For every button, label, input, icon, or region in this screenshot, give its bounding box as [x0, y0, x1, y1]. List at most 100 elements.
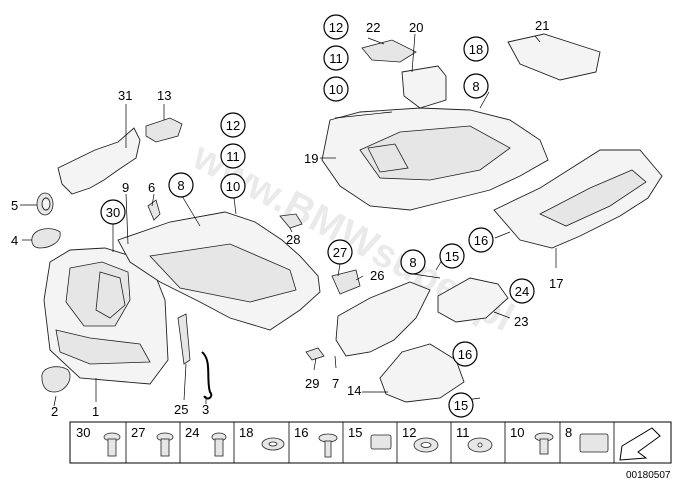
ring-washer-icon-12 — [413, 437, 439, 453]
rod-part — [177, 313, 191, 365]
callout-22: 22 — [366, 20, 380, 35]
callout-6: 6 — [148, 180, 155, 195]
svg-text:15: 15 — [445, 249, 459, 264]
callout-7: 7 — [332, 376, 339, 391]
callout-12-b: 12 — [220, 112, 246, 138]
fastener-legend: 30 27 24 18 16 15 12 11 10 8 — [69, 421, 672, 464]
svg-text:12: 12 — [226, 118, 240, 133]
callout-28: 28 — [286, 232, 300, 247]
callout-23: 23 — [514, 314, 528, 329]
diagram-id: 00180507 — [626, 470, 671, 481]
callout-26: 26 — [370, 268, 384, 283]
washer-icon-18 — [261, 437, 285, 451]
leader-lines — [20, 33, 557, 407]
callout-19: 19 — [304, 151, 318, 166]
center-underbody-panel — [321, 107, 549, 211]
callout-5: 5 — [11, 198, 18, 213]
wheel-arch-liner-7 — [335, 281, 431, 357]
push-rivet-icon-24 — [211, 432, 227, 457]
oval-cover-small — [31, 228, 61, 249]
callout-1: 1 — [92, 404, 99, 419]
bracket-26 — [331, 269, 361, 295]
callout-25: 25 — [174, 402, 188, 417]
svg-text:16: 16 — [474, 233, 488, 248]
top-frame — [361, 39, 417, 63]
callout-12-a: 12 — [323, 14, 349, 40]
legend-label-24: 24 — [185, 425, 199, 440]
svg-text:8: 8 — [409, 255, 416, 270]
callout-14: 14 — [347, 383, 361, 398]
callout-4: 4 — [11, 233, 18, 248]
callout-18: 18 — [463, 36, 489, 62]
speed-nut-icon-15 — [370, 434, 392, 450]
callout-16-a: 16 — [468, 227, 494, 253]
legend-label-16: 16 — [294, 425, 308, 440]
callout-8-c: 8 — [400, 249, 426, 275]
callout-29: 29 — [305, 376, 319, 391]
callout-21: 21 — [535, 18, 549, 33]
callout-10-b: 10 — [220, 173, 246, 199]
legend-label-30: 30 — [76, 425, 90, 440]
radiator-support-frame — [43, 247, 169, 385]
callout-17: 17 — [549, 276, 563, 291]
ring-part — [36, 192, 54, 216]
svg-text:10: 10 — [226, 179, 240, 194]
callout-13: 13 — [157, 88, 171, 103]
clip-29 — [305, 347, 325, 361]
bracket-small — [147, 199, 161, 221]
svg-text:30: 30 — [106, 205, 120, 220]
front-underbody-panel — [117, 211, 321, 331]
legend-label-15: 15 — [348, 425, 362, 440]
svg-text:8: 8 — [177, 178, 184, 193]
legend-label-18: 18 — [239, 425, 253, 440]
callout-11-b: 11 — [220, 143, 246, 169]
oval-cover — [41, 366, 71, 393]
rear-underbody-panel — [493, 149, 663, 249]
bracket-20 — [401, 65, 447, 109]
callout-3: 3 — [202, 402, 209, 417]
svg-text:18: 18 — [469, 42, 483, 57]
svg-text:27: 27 — [333, 245, 347, 260]
callout-20: 20 — [409, 20, 423, 35]
wheel-arch-liner-14 — [379, 343, 465, 403]
bracket-23 — [437, 277, 509, 323]
legend-label-11: 11 — [456, 425, 470, 440]
svg-text:24: 24 — [515, 284, 529, 299]
svg-text:16: 16 — [458, 347, 472, 362]
forward-arrow-icon — [619, 427, 661, 461]
duct-21 — [507, 33, 601, 81]
svg-text:11: 11 — [226, 149, 240, 164]
callout-31: 31 — [118, 88, 132, 103]
callout-24: 24 — [509, 278, 535, 304]
legend-label-8: 8 — [565, 425, 572, 440]
callout-16-b: 16 — [452, 341, 478, 367]
callout-8-b: 8 — [168, 172, 194, 198]
screw-icon-16 — [318, 433, 338, 458]
svg-text:8: 8 — [472, 79, 479, 94]
callout-30: 30 — [100, 199, 126, 225]
callout-10-a: 10 — [323, 76, 349, 102]
legend-label-27: 27 — [131, 425, 145, 440]
callout-27: 27 — [327, 239, 353, 265]
callout-15-a: 15 — [439, 243, 465, 269]
callout-2: 2 — [51, 404, 58, 419]
svg-text:15: 15 — [454, 398, 468, 413]
clip-28 — [279, 213, 303, 229]
callout-11-a: 11 — [323, 45, 349, 71]
legend-label-10: 10 — [510, 425, 524, 440]
clip-icon-10 — [534, 432, 554, 455]
svg-text:10: 10 — [329, 82, 343, 97]
callout-8-a: 8 — [463, 73, 489, 99]
legend-label-12: 12 — [402, 425, 416, 440]
callouts: 5 4 2 1 9 31 13 6 25 3 28 19 22 20 21 17… — [11, 14, 563, 419]
svg-text:11: 11 — [329, 51, 343, 66]
air-duct-part — [57, 127, 141, 195]
push-rivet-icon-27 — [156, 432, 174, 457]
nut-clip-icon-8 — [579, 433, 609, 453]
push-rivet-icon-30 — [103, 432, 121, 457]
small-cover — [145, 117, 183, 143]
callout-9: 9 — [122, 180, 129, 195]
callout-15-b: 15 — [448, 392, 474, 418]
wire-clip — [201, 351, 213, 400]
